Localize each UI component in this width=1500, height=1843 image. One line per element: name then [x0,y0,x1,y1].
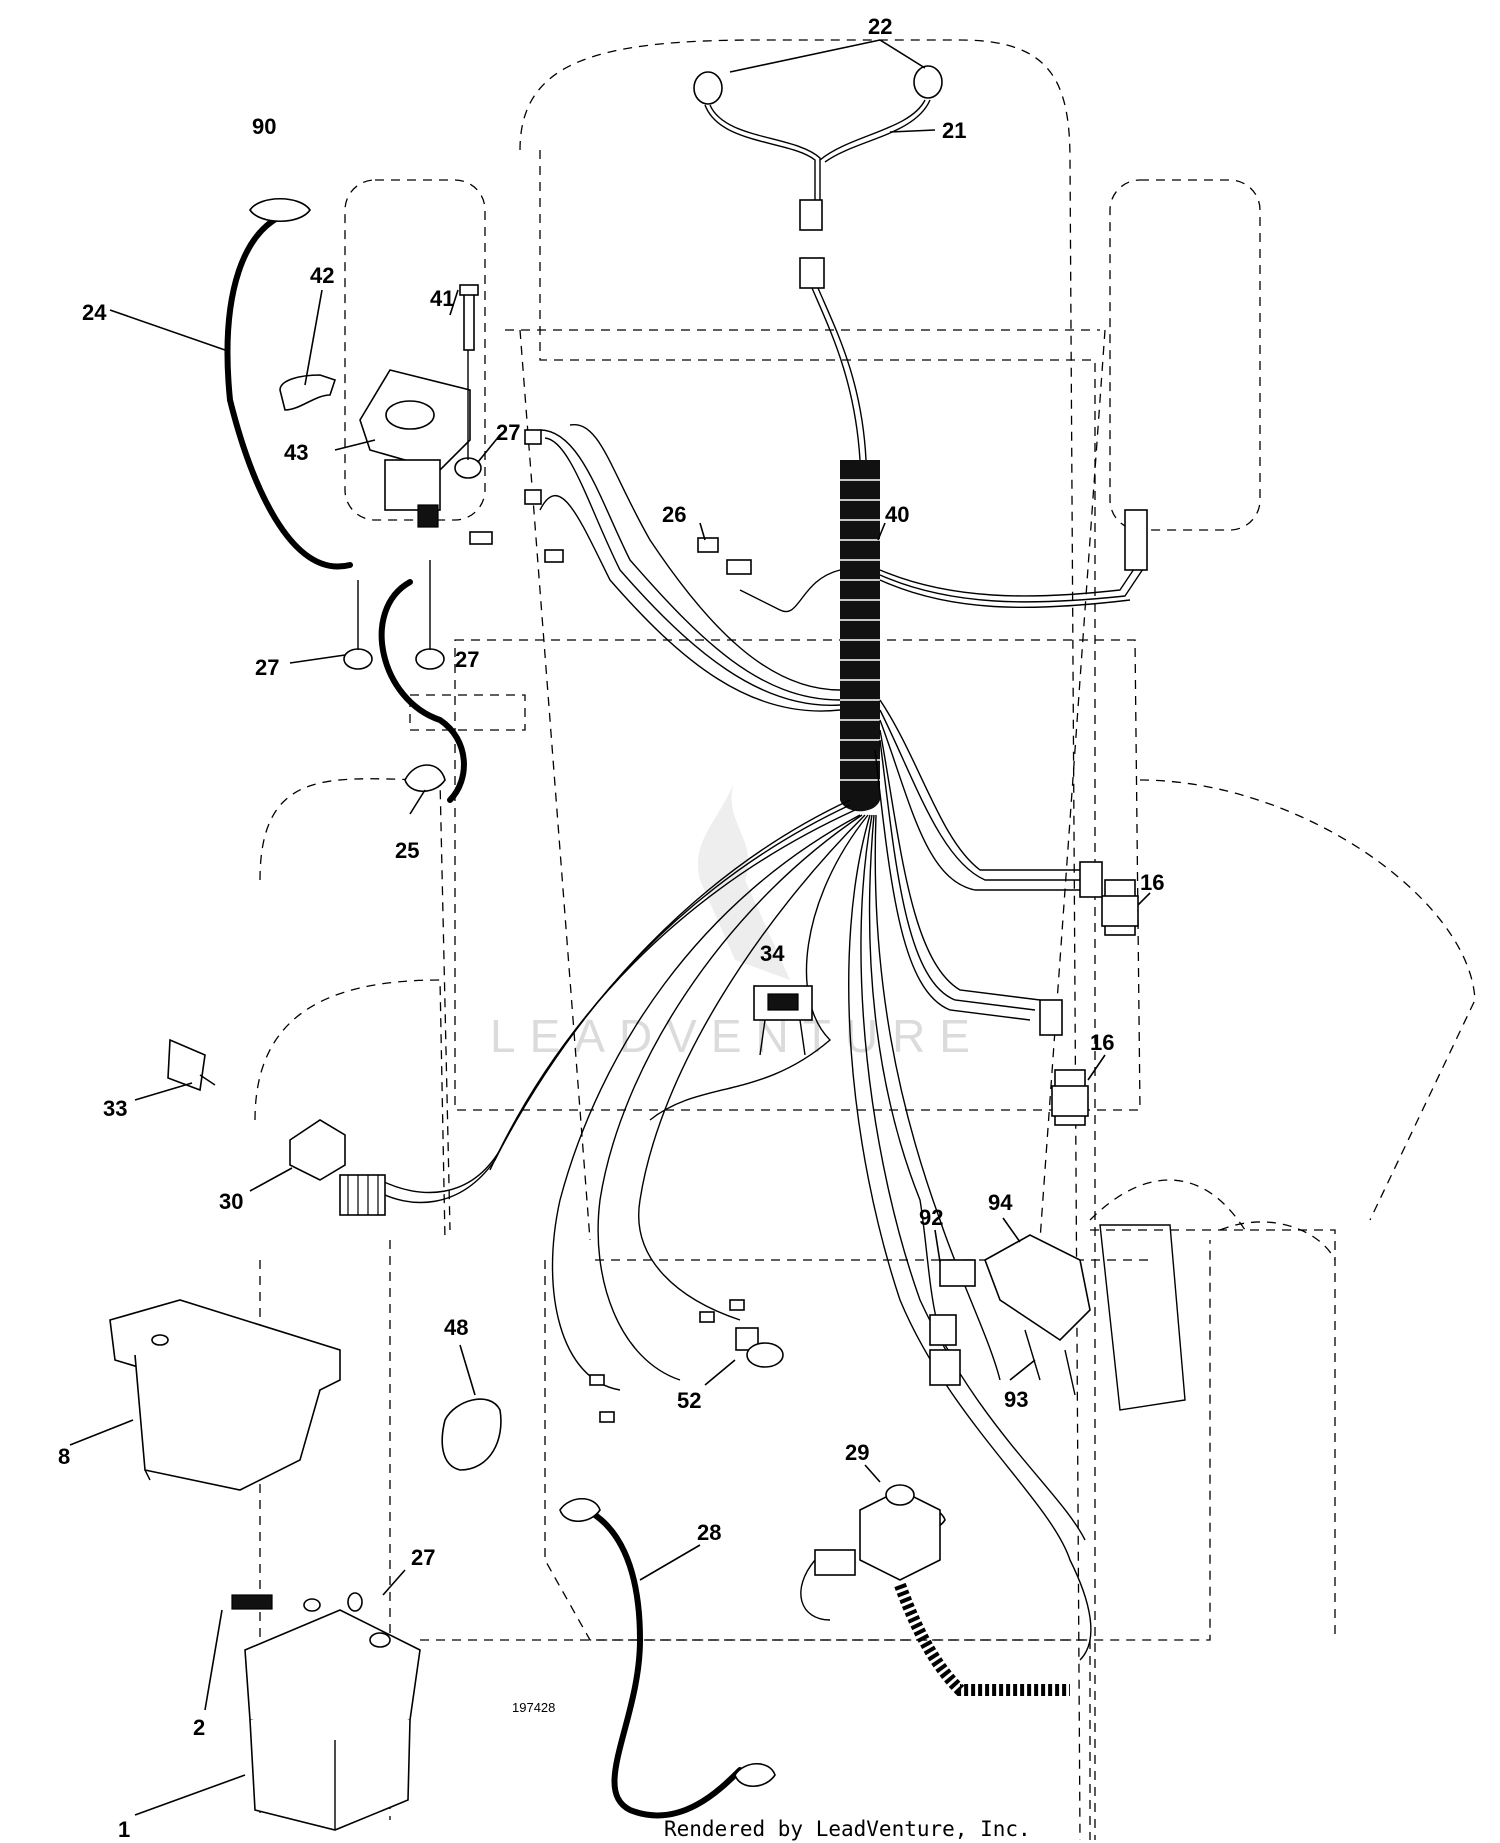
callout-26: 26 [662,502,686,527]
callout-16-upper: 16 [1140,870,1164,895]
misc-connectors [441,429,784,1471]
callout-33: 33 [103,1096,127,1121]
callout-41: 41 [430,286,454,311]
callout-92: 92 [919,1205,943,1230]
callout-28: 28 [697,1520,721,1545]
callout-2: 2 [193,1715,205,1740]
callout-34: 34 [760,941,785,966]
callout-29: 29 [845,1440,869,1465]
callout-94: 94 [988,1190,1013,1215]
callout-27-battery: 27 [411,1545,435,1570]
callout-90: 90 [252,114,276,139]
callout-labels: 22 21 90 24 42 41 43 27 26 40 27 27 25 1… [58,14,1164,1842]
callout-42: 42 [310,263,334,288]
battery [231,1592,421,1831]
callout-27-left: 27 [255,655,279,680]
callout-leaders [69,39,1151,1816]
callout-52: 52 [677,1388,701,1413]
callout-40: 40 [885,502,909,527]
pto-switch [753,985,813,1056]
callout-93: 93 [1004,1387,1028,1412]
callout-25: 25 [395,838,419,863]
callout-21: 21 [942,118,966,143]
callout-48: 48 [444,1315,468,1340]
callout-24: 24 [82,300,107,325]
callout-8: 8 [58,1444,70,1469]
battery-tray [109,1299,341,1491]
render-credit: Rendered by LeadVenture, Inc. [664,1817,1031,1841]
harness-wires [374,424,1148,1661]
seat-switch-module [929,1224,1186,1411]
drawing-number: 197428 [512,1700,555,1715]
headlight-harness [693,65,943,461]
clutch-switch [800,1484,1070,1696]
callout-43: 43 [284,440,308,465]
callout-1: 1 [118,1817,130,1842]
callout-22: 22 [868,14,892,39]
watermark-text: LEADVENTURE [490,1010,984,1062]
interlock-switches [1039,861,1139,1126]
watermark: LEADVENTURE [490,780,984,1062]
callout-27-right: 27 [455,647,479,672]
callout-30: 30 [219,1189,243,1214]
callout-16-lower: 16 [1090,1030,1114,1055]
main-harness-loom [840,460,880,812]
callout-27-upper: 27 [496,420,520,445]
ignition-switch [167,1038,386,1216]
solenoid-assembly [279,284,482,670]
